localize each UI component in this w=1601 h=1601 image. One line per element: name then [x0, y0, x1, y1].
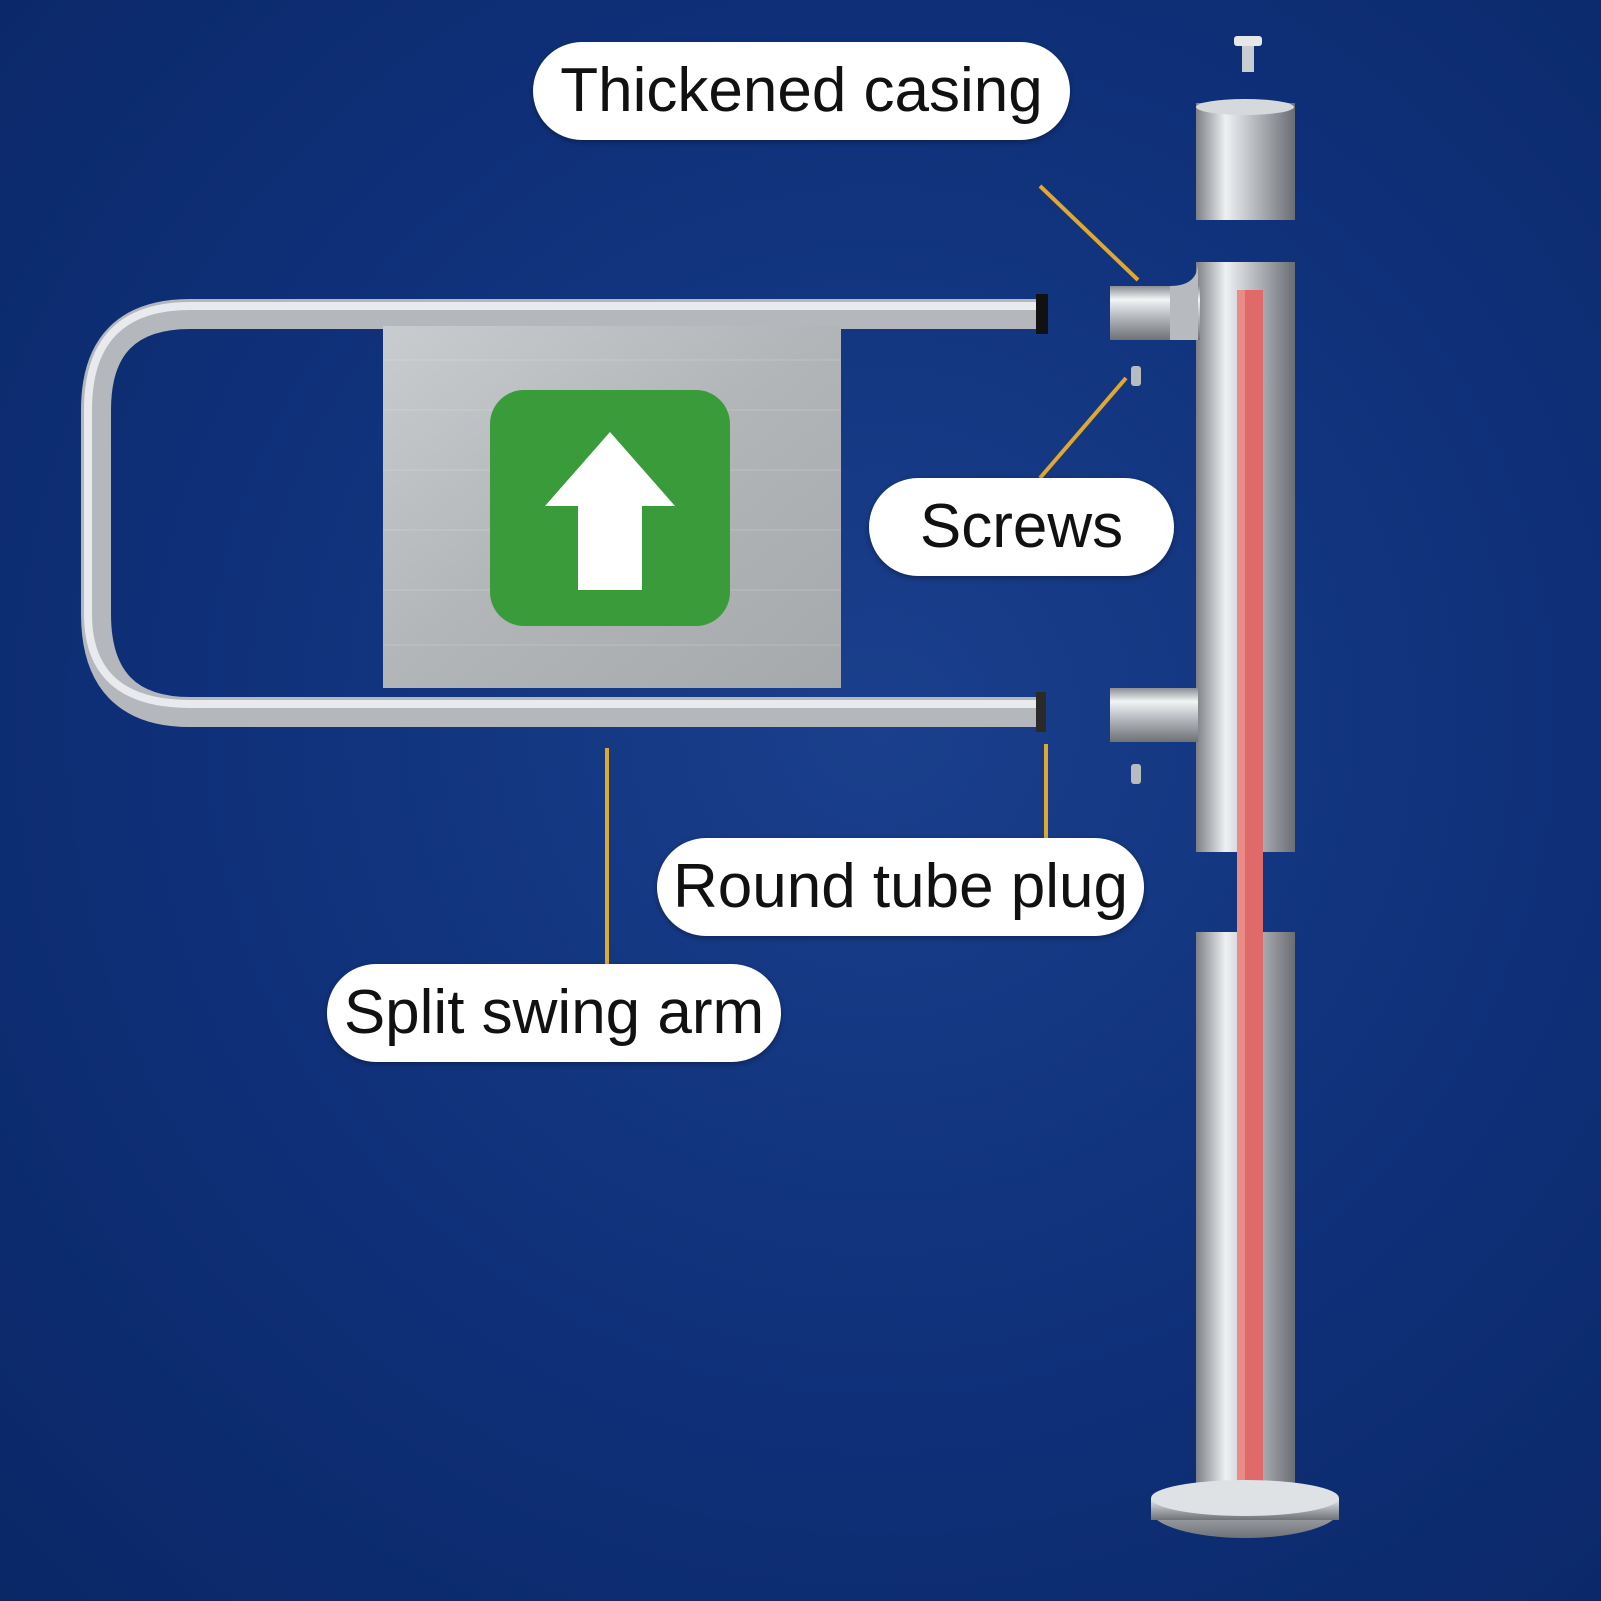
leader-casing: [1038, 184, 1140, 282]
leader-screws: [1038, 376, 1128, 480]
leader-lines: [605, 184, 1140, 964]
post: [1151, 36, 1339, 1538]
post-top-cap: [1196, 103, 1295, 220]
label-thickened-casing: Thickened casing: [533, 42, 1070, 140]
label-split-swing-arm: Split swing arm: [327, 964, 781, 1062]
top-screw-icon: [1242, 40, 1254, 72]
lower-plug: [1110, 688, 1198, 742]
screw-icon: [1131, 366, 1141, 386]
swing-arm: [81, 299, 1040, 727]
casings: [1110, 262, 1200, 784]
screw-icon: [1131, 764, 1141, 784]
arrow-up-icon: [545, 432, 675, 590]
arm-end-cap: [1036, 294, 1048, 334]
label-screws: Screws: [869, 478, 1174, 576]
label-round-tube-plug: Round tube plug: [657, 838, 1144, 936]
post-cap-top: [1196, 99, 1294, 115]
